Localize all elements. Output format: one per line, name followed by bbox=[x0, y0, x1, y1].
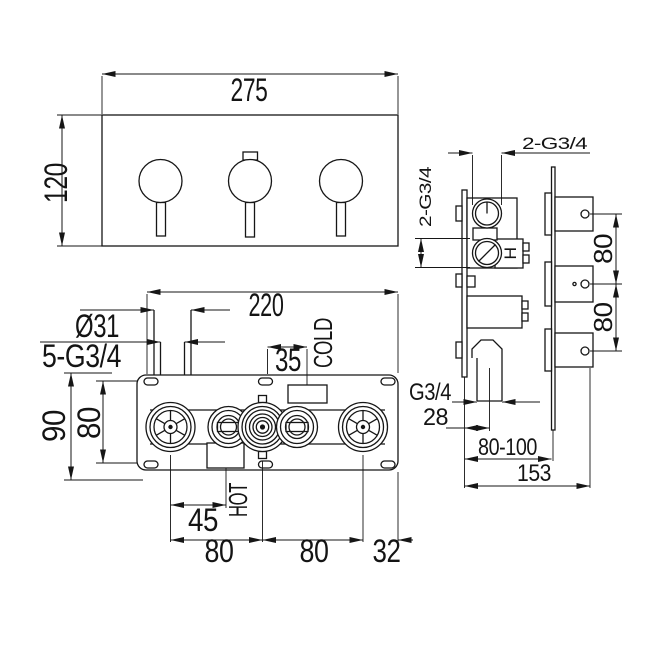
dim-bottom-chain: 80 80 32 bbox=[170, 455, 413, 569]
dim-slot-spacing: 80 bbox=[71, 380, 137, 464]
dim-label-2g34-top: 2-G3/4 bbox=[522, 134, 587, 153]
dim-label-80-span-left: 80 bbox=[205, 533, 234, 569]
wall-tab-2 bbox=[455, 273, 463, 288]
dim-front-width: 275 bbox=[101, 71, 399, 114]
dim-ports-thread: 5-G3/4 bbox=[40, 338, 225, 374]
port-wheel-left bbox=[145, 401, 196, 453]
side-view: H bbox=[409, 134, 622, 489]
side-knob-bottom bbox=[544, 328, 594, 372]
mounting-slots bbox=[143, 377, 396, 469]
dim-label-80-knobs-bottom: 80 bbox=[588, 302, 618, 332]
dim-label-80-knobs-top: 80 bbox=[588, 234, 618, 264]
dim-knob-spacing: 80 80 bbox=[588, 213, 622, 352]
dim-top-thread: 2-G3/4 bbox=[448, 134, 590, 205]
dim-label-5g34: 5-G3/4 bbox=[42, 338, 121, 374]
dim-label-45: 45 bbox=[188, 502, 218, 538]
dim-label-o31: Ø31 bbox=[75, 308, 119, 344]
dim-label-28: 28 bbox=[423, 404, 448, 431]
rough-in-view: 220 Ø31 5-G3/4 bbox=[36, 287, 413, 569]
dim-side-thread: 2-G3/4 bbox=[415, 167, 470, 268]
dim-label-80-left: 80 bbox=[71, 407, 107, 439]
cold-inlet-block bbox=[287, 384, 328, 404]
dim-install-depth: 80-100 bbox=[464, 434, 552, 462]
dim-pipe-diameter: Ø31 bbox=[75, 307, 230, 344]
dim-outlet-thread: G3/4 bbox=[409, 379, 540, 406]
front-knob-right bbox=[318, 158, 364, 237]
outlet-elbow bbox=[471, 339, 503, 358]
front-knob-left bbox=[138, 158, 183, 237]
wall-tab-1 bbox=[455, 205, 463, 222]
front-view: 275 120 bbox=[38, 71, 399, 247]
side-knob-middle bbox=[544, 261, 594, 307]
dim-label-80-span-right: 80 bbox=[300, 533, 329, 569]
side-knob-top bbox=[544, 192, 594, 236]
dim-total-depth: 153 bbox=[464, 368, 591, 489]
hot-label: HOT bbox=[223, 483, 253, 517]
dim-front-height: 120 bbox=[38, 114, 102, 247]
cold-label: COLD bbox=[308, 318, 338, 368]
hot-side-marker: H bbox=[501, 248, 520, 260]
port-wheel-right bbox=[337, 401, 389, 453]
dim-label-120: 120 bbox=[38, 163, 74, 203]
port-valve-right bbox=[275, 405, 319, 449]
dim-rough-width: 220 bbox=[146, 287, 399, 374]
dim-height-overall: 90 bbox=[36, 372, 143, 481]
dim-label-153: 153 bbox=[517, 460, 551, 487]
dim-hot-offset: 45 bbox=[170, 468, 227, 538]
dim-label-80-100: 80-100 bbox=[478, 434, 537, 461]
side-valve-body: H bbox=[466, 197, 530, 431]
wall-plate-edge bbox=[461, 189, 468, 378]
wall-tab-3 bbox=[455, 341, 463, 359]
dim-cold-offset: 35 bbox=[267, 342, 308, 385]
dim-label-275: 275 bbox=[231, 72, 268, 108]
dim-label-2g34-left: 2-G3/4 bbox=[416, 167, 435, 227]
dim-label-35: 35 bbox=[275, 342, 301, 378]
dim-label-90: 90 bbox=[36, 410, 72, 442]
dim-label-32: 32 bbox=[373, 533, 401, 569]
dim-label-g34: G3/4 bbox=[409, 379, 451, 406]
dim-label-220: 220 bbox=[249, 287, 284, 323]
front-knob-middle bbox=[227, 151, 273, 238]
dim-outlet-offset: 28 bbox=[423, 404, 490, 431]
